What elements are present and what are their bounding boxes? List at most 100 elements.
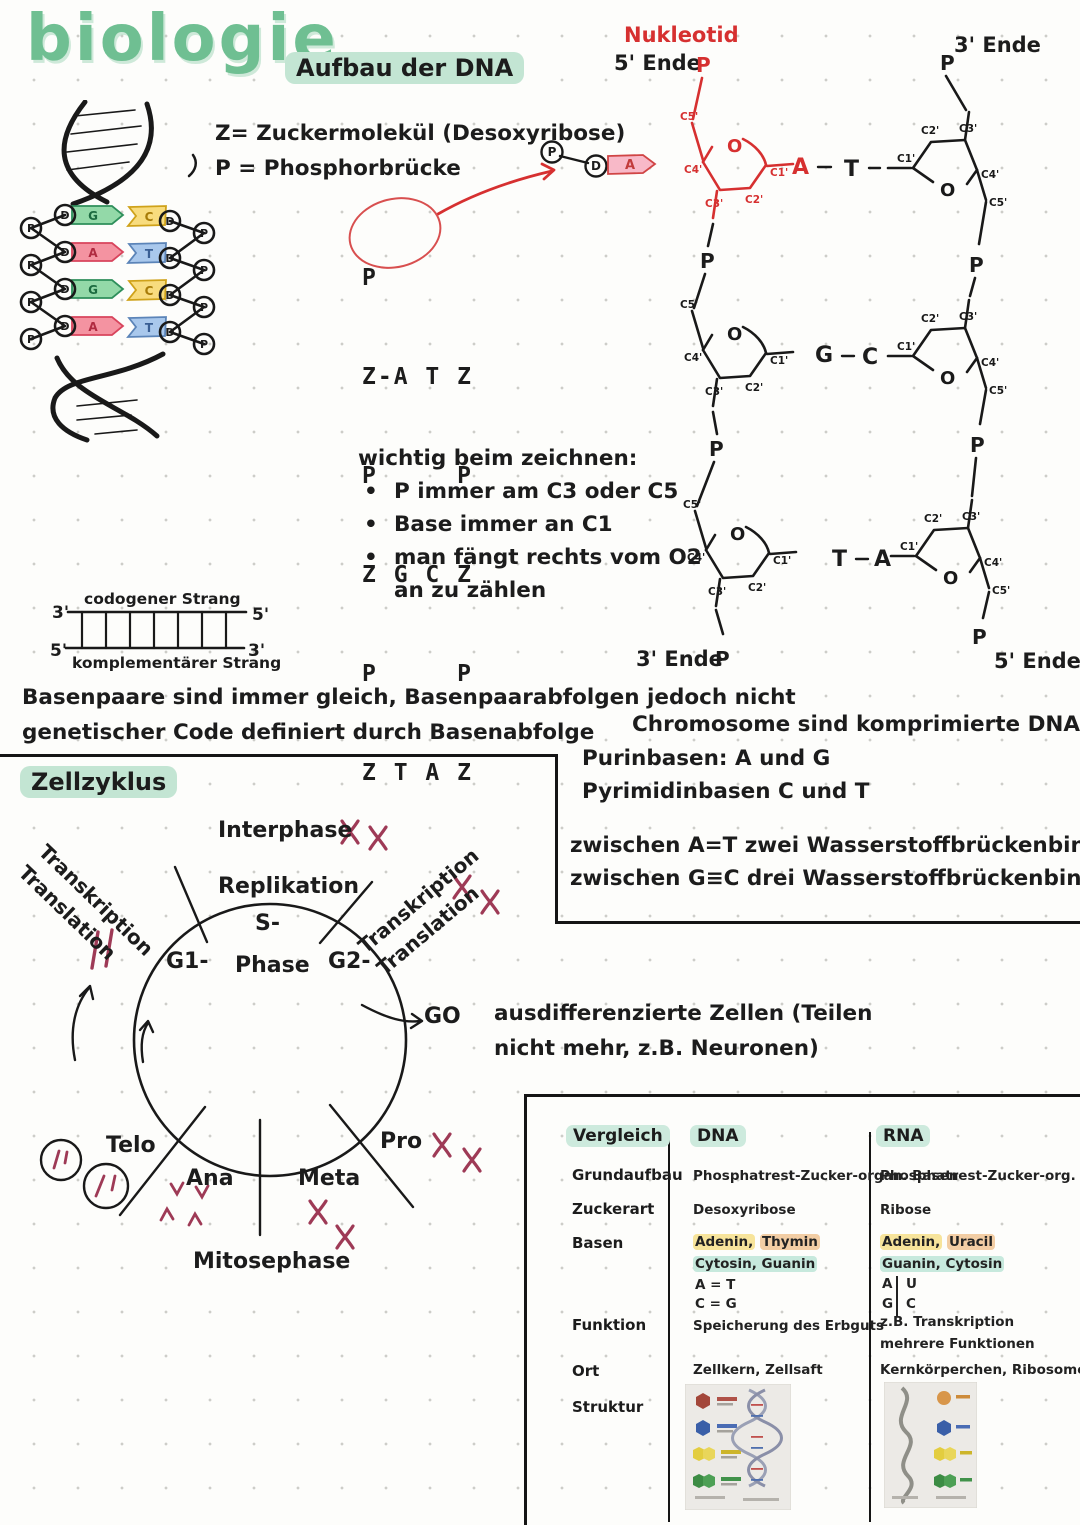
annotation-arrow	[436, 162, 556, 216]
base-pair-row-1: A T	[792, 155, 882, 182]
p-node: P	[200, 301, 208, 314]
cytosin-guanin-highlight: Cytosin, Guanin	[693, 1256, 818, 1272]
d-node: D	[60, 283, 69, 296]
tips-title: wichtig beim zeichnen:	[358, 446, 638, 471]
header-label: Vergleich	[566, 1125, 670, 1147]
nucleotide-title: Nukleotid	[624, 23, 739, 47]
cell-cycle-heading: Zellzyklus	[20, 766, 178, 798]
section-divider	[0, 754, 558, 757]
dna-helix-drawing: D P D P G C D P D P A T	[19, 100, 216, 443]
p-node: P	[200, 338, 208, 351]
zap-row: Z T A Z	[362, 760, 473, 786]
p-node: P	[200, 264, 208, 277]
p-node: P	[27, 259, 35, 272]
table-border-top	[524, 1094, 1080, 1097]
g1-label: G1-	[166, 949, 209, 974]
note-line: Basenpaare sind immer gleich, Basenpaara…	[22, 685, 796, 710]
fact-chromosomes: Chromosome sind komprimierte DNA-Molekül…	[632, 712, 1080, 737]
d-node: D	[165, 215, 174, 228]
table-border-left	[524, 1094, 527, 1525]
rna-pair-u: U	[906, 1276, 917, 1292]
g0-note: ausdifferenzierte Zellen (Teilen nicht m…	[494, 996, 872, 1066]
strand-pair-diagram: 3' codogener Strang 5' 5' komplementärer…	[50, 590, 281, 672]
note-line: genetischer Code definiert durch Basenab…	[22, 720, 595, 745]
phosphate-label: P	[696, 53, 711, 77]
base-a: A	[88, 320, 98, 334]
chromosome-doodles	[90, 819, 500, 1250]
cell-cycle-diagram: Interphase Replikation S- Phase G1- G2- …	[39, 818, 500, 1274]
phosphate-label: P	[715, 647, 730, 671]
dna-ort: Zellkern, Zellsaft	[693, 1362, 823, 1378]
row-label-struktur: Struktur	[572, 1398, 644, 1416]
base-a: A	[88, 246, 98, 260]
section-divider	[555, 921, 1080, 924]
rna-grundaufbau: Phosphatrest-Zucker-org. Basen	[880, 1168, 1080, 1184]
dna-basen-line2: Cytosin, Guanin	[693, 1256, 818, 1272]
dna-structure-image	[685, 1384, 791, 1510]
sugar-ring	[886, 110, 1009, 211]
adenin-highlight: Adenin,	[880, 1234, 943, 1250]
nucleotide-schematic: P D A	[540, 140, 657, 178]
sugar-ring	[678, 297, 795, 408]
base-right: C	[862, 345, 878, 370]
anaphase-label: Ana	[186, 1166, 234, 1191]
dna-funktion: Speicherung des Erbguts	[693, 1318, 885, 1334]
s-phase-label-1: S-	[255, 911, 280, 936]
row-label-zuckerart: Zuckerart	[572, 1200, 655, 1218]
g0-note-line: nicht mehr, z.B. Neuronen)	[494, 1036, 819, 1061]
rna-funktion-line1: z.B. Transkription	[880, 1314, 1015, 1330]
helix-rung: D P D P A T	[19, 314, 216, 356]
base-right: T	[844, 157, 859, 182]
base-pair-row-3: T A	[832, 547, 891, 572]
section-divider	[555, 754, 558, 924]
end-3prime: 3'	[52, 603, 69, 623]
phosphate-label: P	[940, 51, 955, 75]
table-header-compare: Vergleich	[566, 1125, 670, 1147]
fact-pyrimidine: Pyrimidinbasen C und T	[582, 779, 870, 804]
dna-zuckerart: Desoxyribose	[693, 1202, 796, 1218]
guanin-cytosin-highlight: Guanin, Cytosin	[880, 1256, 1005, 1272]
prophase-label: Pro	[380, 1129, 422, 1154]
base-g: G	[88, 209, 98, 223]
three-prime-end-bottom: 3' Ende	[636, 647, 723, 671]
row-label-grundaufbau: Grundaufbau	[572, 1166, 683, 1184]
base-t: T	[145, 247, 154, 261]
topic-heading: Aufbau der DNA	[285, 52, 525, 84]
tip-item: P immer am C3 oder C5	[358, 475, 724, 508]
drawing-tips: wichtig beim zeichnen: P immer am C3 ode…	[358, 442, 724, 607]
sugar-ring	[681, 497, 798, 608]
p-node: P	[27, 222, 35, 235]
table-header-rna: RNA	[876, 1125, 931, 1147]
row-label-funktion: Funktion	[572, 1316, 647, 1334]
legend-p: P = Phosphorbrücke	[215, 156, 461, 181]
cycle-direction-arrows	[71, 984, 155, 1064]
dna-grundaufbau: Phosphatrest-Zucker-organ. Basen	[693, 1168, 959, 1184]
base-c: C	[145, 284, 154, 298]
end-5prime: 5'	[252, 605, 269, 625]
helix-bottom-strands	[50, 351, 166, 443]
fact-purine: Purinbasen: A und G	[582, 746, 831, 771]
base-g: G	[88, 283, 98, 297]
base-arrow	[607, 154, 657, 175]
d-node: D	[165, 252, 174, 265]
rna-ort: Kernkörperchen, Ribosomen	[880, 1362, 1080, 1378]
complementary-strand-label: komplementärer Strang	[72, 654, 281, 672]
rna-funktion-line2: mehrere Funktionen	[880, 1336, 1035, 1352]
interphase-label: Interphase	[218, 818, 352, 843]
base-right: A	[874, 547, 891, 572]
backbone-right: P P P 5' Ende	[944, 74, 1080, 673]
rna-basen-line2: Guanin, Cytosin	[880, 1256, 1005, 1272]
g0-label: GO	[424, 1004, 461, 1029]
cycle-circle	[132, 902, 408, 1178]
legend: Z= Zuckermolekül (Desoxyribose) P = Phos…	[215, 116, 625, 186]
telophase-label: Telo	[106, 1133, 156, 1158]
phase-boundaries	[118, 865, 415, 1237]
fact-hbond-gc: zwischen G≡C drei Wasserstoffbrückenbind…	[570, 866, 1080, 891]
three-prime-end-top: 3' Ende	[954, 33, 1041, 57]
sugar-ring	[886, 298, 1009, 399]
daughter-cells	[39, 1138, 130, 1210]
sugar-ring-red	[678, 109, 795, 220]
d-node: D	[165, 289, 174, 302]
base-c: C	[145, 210, 154, 224]
tip-item: man fängt rechts vom O2 an zu zählen	[358, 541, 724, 607]
